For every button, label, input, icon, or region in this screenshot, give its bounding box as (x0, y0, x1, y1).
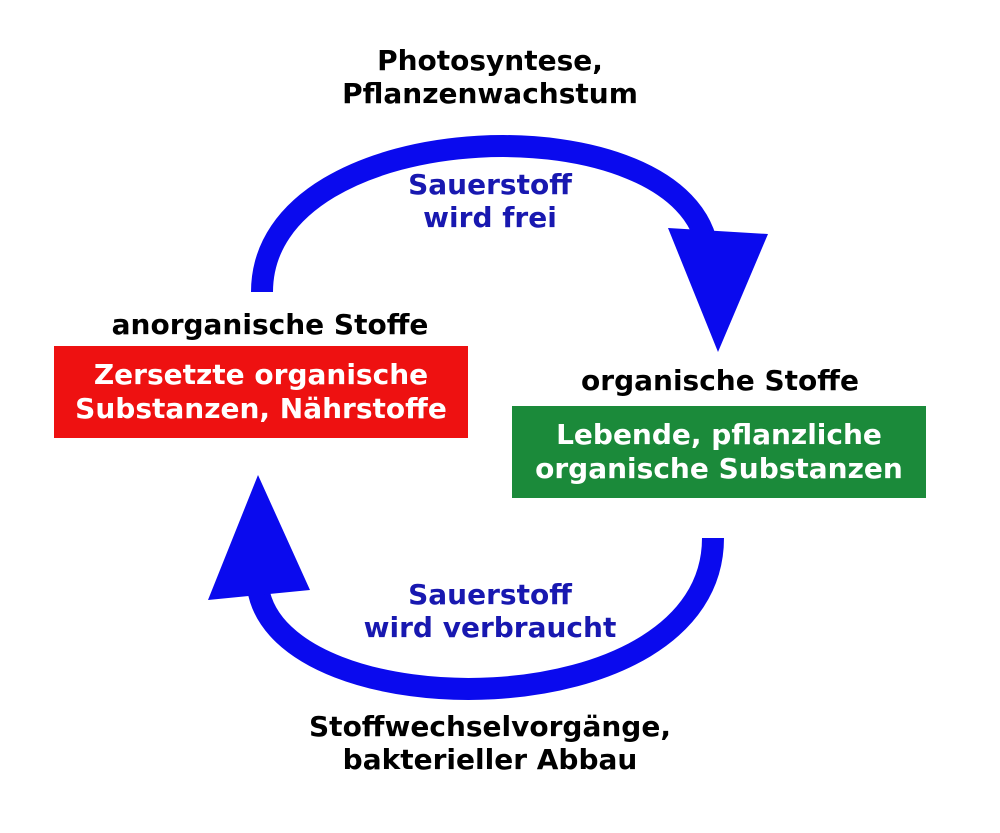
organic-box-line1: Lebende, pflanzliche (556, 418, 882, 452)
inorganic-box-line2: Substanzen, Nährstoffe (75, 392, 447, 425)
inorganic-heading: anorganische Stoffe (60, 308, 480, 341)
inorganic-box-line1: Zersetzte organische (93, 358, 429, 392)
organic-heading-text: organische Stoffe (581, 364, 859, 397)
oxygen-released-line1: Sauerstoff (408, 168, 572, 201)
top-cycle-arrow-shaft (251, 135, 719, 293)
oxygen-released-line2: wird frei (423, 201, 557, 235)
top-cycle-arrowhead (668, 228, 768, 352)
bottom-process-label: Stoffwechselvorgänge, bakterieller Abbau (240, 710, 740, 776)
top-process-label: Photosyntese, Pflanzenwachstum (250, 44, 730, 110)
oxygen-released-label: Sauerstoff wird frei (300, 168, 680, 234)
bottom-cycle-arrow-shaft (247, 537, 724, 700)
bottom-process-line2: bakterieller Abbau (342, 743, 638, 777)
top-process-line1: Photosyntese, (377, 44, 603, 77)
bottom-cycle-arrowhead (208, 475, 310, 600)
inorganic-heading-text: anorganische Stoffe (111, 308, 429, 341)
organic-box-line2: organische Substanzen (535, 452, 903, 485)
organic-substances-box: Lebende, pflanzliche organische Substanz… (512, 406, 926, 498)
top-process-line2: Pflanzenwachstum (342, 77, 638, 111)
oxygen-consumed-line1: Sauerstoff (408, 578, 572, 611)
inorganic-substances-box: Zersetzte organische Substanzen, Nährsto… (54, 346, 468, 438)
oxygen-consumed-line2: wird verbraucht (363, 611, 617, 645)
bottom-process-line1: Stoffwechselvorgänge, (309, 710, 671, 743)
oxygen-consumed-label: Sauerstoff wird verbraucht (290, 578, 690, 644)
organic-heading: organische Stoffe (520, 364, 920, 397)
